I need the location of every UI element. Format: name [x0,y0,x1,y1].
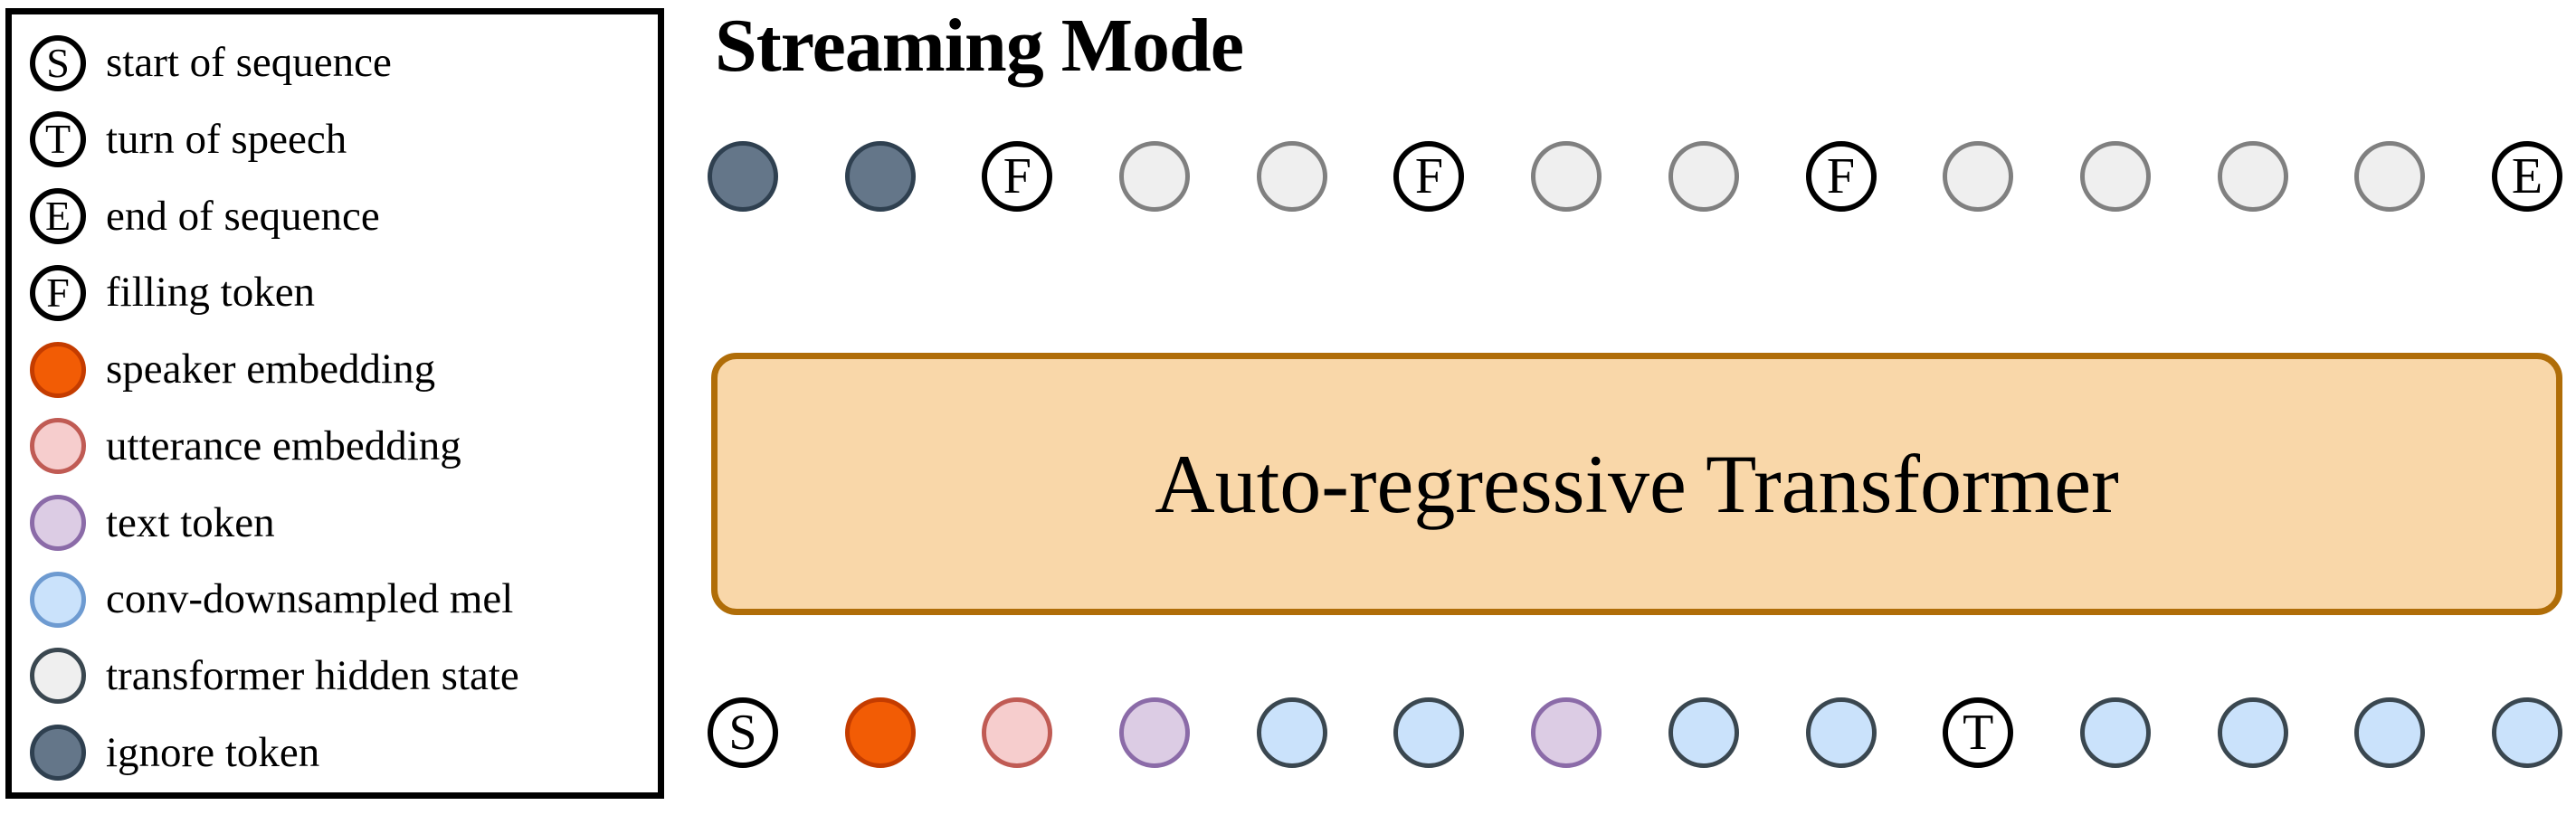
token-text [1119,697,1191,768]
legend-item-label: text token [106,498,275,546]
legend-item-label: turn of speech [106,115,347,163]
token-speaker [844,697,916,768]
legend-marker-icon: S [30,34,86,91]
legend-marker-icon [30,571,86,628]
legend-item: utterance embedding [12,409,658,483]
legend-item-label: transformer hidden state [106,651,519,699]
transformer-block-label: Auto-regressive Transformer [1155,438,2119,530]
legend-marker-icon [30,725,86,782]
legend-item-label: speaker embedding [106,346,436,393]
token-hidden [1256,141,1327,212]
legend-item: ignore token [12,715,658,790]
legend-item: speaker embedding [12,333,658,407]
token-filling: F [1805,141,1877,212]
legend-item-label: ignore token [106,728,320,776]
token-mel [1393,697,1465,768]
legend-item-label: filling token [106,269,316,317]
token-filling: F [1393,141,1465,212]
token-hidden [2079,141,2151,212]
streaming-mode-diagram: Streaming Mode F F F E Auto-regressive Tran… [688,0,2576,815]
transformer-block: Auto-regressive Transformer [711,353,2562,615]
token-mel [2217,697,2288,768]
token-hidden [2217,141,2288,212]
legend-item: text token [12,486,658,560]
token-text [1531,697,1602,768]
token-hidden [1531,141,1602,212]
legend-marker-icon: T [30,111,86,168]
legend-item-label: utterance embedding [106,422,461,469]
token-turn-of-speech: T [1943,697,2014,768]
legend-item: conv-downsampled mel [12,563,658,637]
token-mel [1805,697,1877,768]
legend-item-label: start of sequence [106,39,392,87]
token-hidden [1943,141,2014,212]
legend-marker-icon [30,341,86,398]
legend-marker-icon: F [30,264,86,321]
token-mel [1256,697,1327,768]
token-mel [1668,697,1739,768]
token-hidden [1668,141,1739,212]
legend-marker-icon: E [30,188,86,245]
legend-marker-icon [30,418,86,475]
token-start-of-sequence: S [708,697,778,768]
token-mel [2354,697,2426,768]
page-title: Streaming Mode [715,4,1244,88]
token-filling: F [982,141,1053,212]
token-ignore [844,141,916,212]
token-mel [2491,697,2562,768]
token-hidden [1119,141,1191,212]
token-utterance [982,697,1053,768]
legend-item: transformer hidden state [12,639,658,713]
legend-item-label: conv-downsampled mel [106,575,514,623]
token-hidden [2354,141,2426,212]
token-end-of-sequence: E [2491,141,2562,212]
legend-item-label: end of sequence [106,192,380,240]
legend-marker-icon [30,495,86,552]
token-ignore [708,141,778,212]
legend-marker-icon [30,648,86,705]
token-mel [2079,697,2151,768]
